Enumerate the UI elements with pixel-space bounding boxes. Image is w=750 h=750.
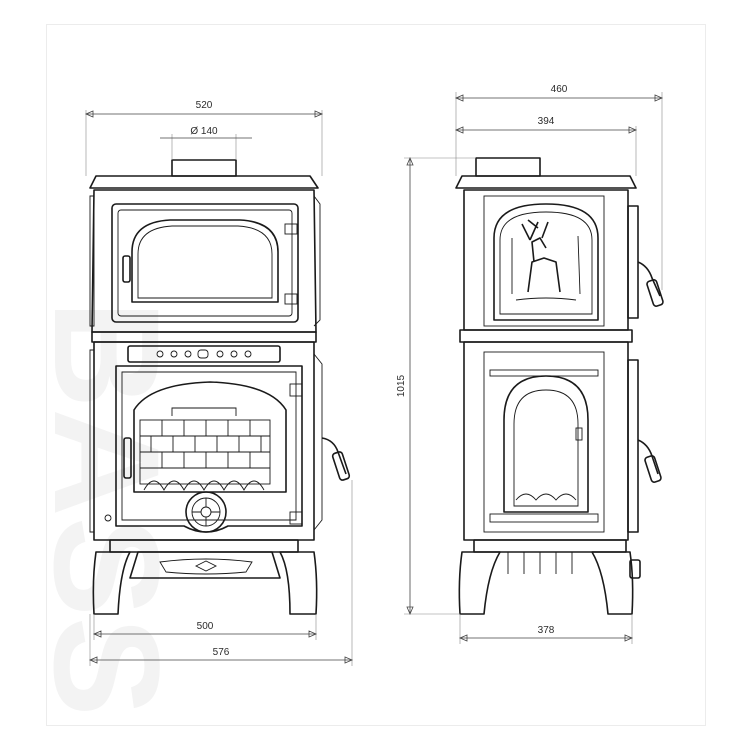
front-oven-hinge-bottom <box>284 293 298 305</box>
label-front-top-width: 520 <box>196 100 213 111</box>
dim-arrows-460 <box>454 94 664 102</box>
side-view <box>455 157 664 615</box>
dim-arrows-520 <box>84 110 324 118</box>
front-ash-pan <box>129 551 281 579</box>
front-side-handle-grip <box>331 451 351 481</box>
label-side-total-depth: 460 <box>551 84 568 95</box>
side-upper-handle-grip <box>646 279 664 307</box>
side-right-leg <box>591 551 634 615</box>
side-upper-handle-bar <box>637 261 661 297</box>
front-air-knob-2 <box>170 350 178 358</box>
front-rosette-hub <box>200 506 212 518</box>
side-upper-door-edge <box>627 205 639 319</box>
front-air-knob-3 <box>184 350 192 358</box>
deer-relief-icon <box>521 219 561 293</box>
side-deer-panel-inner <box>499 211 593 315</box>
side-lower-panel <box>483 351 605 533</box>
front-air-slider <box>197 349 209 359</box>
side-arched-window-inner <box>513 389 579 507</box>
dim-arrows-576 <box>88 656 354 664</box>
side-left-leg <box>458 551 501 615</box>
side-lower-door-edge <box>627 359 639 533</box>
front-firebox-right-edge <box>313 353 323 531</box>
front-rosette-spokes <box>192 498 220 526</box>
front-air-knob-6 <box>244 350 252 358</box>
front-oven-handle <box>122 255 131 283</box>
front-brick-joints-3 <box>161 452 251 468</box>
front-oven-door <box>111 203 299 323</box>
front-rosette-knob <box>185 491 227 533</box>
front-oven-window <box>131 219 279 303</box>
front-air-knob-1 <box>156 350 164 358</box>
label-height: 1015 <box>396 374 407 397</box>
dim-arrows-394 <box>454 126 638 134</box>
side-base-ribs <box>507 552 573 574</box>
side-lower-body <box>463 341 629 541</box>
front-oven-door-frame <box>117 209 293 317</box>
front-side-knob <box>104 514 112 522</box>
dimension-labels: 520 Ø 140 460 394 1015 500 576 378 <box>190 84 567 658</box>
deer-relief-foliage <box>511 235 581 301</box>
front-firebox-handle <box>123 437 132 479</box>
side-middle-band <box>459 329 633 343</box>
front-ash-pan-emblem <box>194 560 218 572</box>
front-grate-bars <box>143 480 265 491</box>
side-ornament-band-top <box>489 369 599 377</box>
front-brick-joints-1 <box>161 420 251 436</box>
front-left-leg <box>92 551 131 615</box>
label-side-base-depth: 378 <box>538 625 555 636</box>
front-flue-collar <box>171 159 237 177</box>
side-upper-panel <box>483 195 605 327</box>
front-grate-handle <box>171 407 237 416</box>
dim-arrows-378 <box>458 634 634 642</box>
front-firebox-left-edge <box>89 349 95 533</box>
front-top-plate <box>89 175 319 189</box>
side-arched-window <box>503 375 589 513</box>
dimension-lines <box>84 92 664 666</box>
watermark-text: BASS <box>23 300 191 717</box>
side-window-latch <box>575 427 583 441</box>
front-right-leg <box>279 551 318 615</box>
side-grate-bars <box>515 493 577 501</box>
label-flue-diameter: Ø 140 <box>190 126 218 137</box>
side-flue-collar <box>475 157 541 177</box>
side-ash-lever <box>629 559 641 579</box>
side-deer-panel <box>493 203 599 321</box>
label-front-base-width: 500 <box>197 621 214 632</box>
drawing-panel <box>46 24 706 726</box>
front-oven-right-edge <box>313 195 321 327</box>
dim-arrows-500 <box>92 630 318 638</box>
front-firebox-hinge-top <box>289 383 303 397</box>
front-air-control-strip <box>127 345 281 363</box>
front-fire-window <box>133 381 287 493</box>
dim-arrows-1015 <box>406 156 414 616</box>
front-air-knob-4 <box>216 350 224 358</box>
label-front-overall-width: 576 <box>213 647 230 658</box>
side-ornament-band-bottom <box>489 513 599 523</box>
side-upper-body <box>463 189 629 331</box>
side-lower-handle-grip <box>644 455 662 483</box>
front-oven-window-inner <box>137 225 273 299</box>
front-oven-left-edge <box>89 195 95 327</box>
front-view <box>89 159 351 615</box>
front-oven-hinge-top <box>284 223 298 235</box>
front-ash-pan-handle <box>159 558 253 575</box>
front-air-knob-5 <box>230 350 238 358</box>
front-brick-joints-2 <box>150 436 262 452</box>
front-firebox-door-frame <box>121 371 297 521</box>
side-top-plate <box>455 175 637 189</box>
side-base-plinth <box>473 539 627 553</box>
front-firebox-hinge-bottom <box>289 511 303 525</box>
label-side-body-depth: 394 <box>538 116 555 127</box>
